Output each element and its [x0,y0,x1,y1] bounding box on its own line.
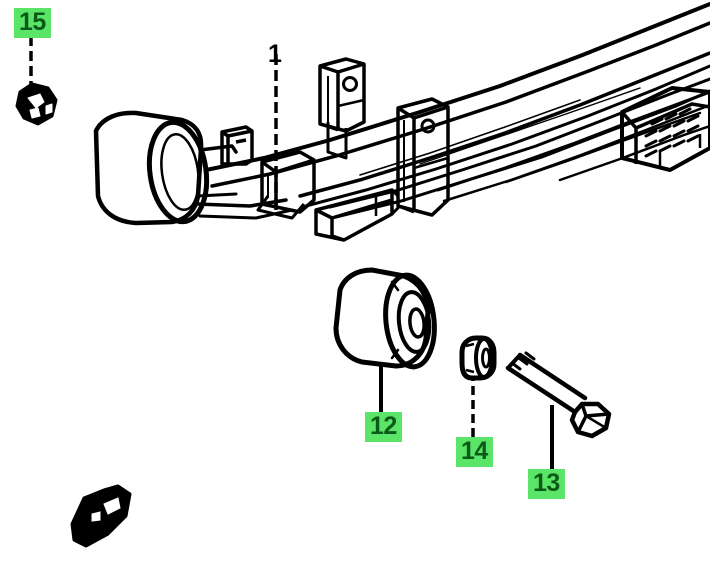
washer-14 [459,335,497,381]
leaf-spring-stack [204,2,710,219]
callout-label-15[interactable]: 15 [14,8,51,38]
spring-clip-bracket [220,125,254,166]
spring-pad-hatched [620,86,710,172]
spring-eye-bushing [93,110,294,226]
callout-label-13[interactable]: 13 [528,469,565,499]
leader-lines [29,36,554,469]
spring-shackle-bracket [318,57,366,160]
nut-15 [15,82,58,126]
callout-label-12[interactable]: 12 [365,412,402,442]
spring-seat-plate [314,188,400,242]
spring-seat-block-center [256,150,316,220]
bushing-12 [333,267,437,370]
callout-label-1[interactable]: 1 [268,40,282,68]
lower-left-bracket [70,484,132,548]
callout-label-14[interactable]: 14 [456,437,493,467]
bolt-13 [505,351,612,439]
